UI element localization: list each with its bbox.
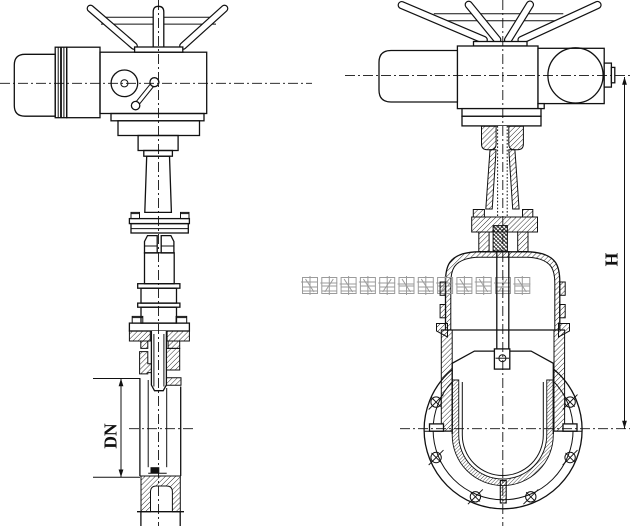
svg-text:DN: DN — [101, 423, 121, 449]
svg-text:H: H — [602, 252, 622, 266]
